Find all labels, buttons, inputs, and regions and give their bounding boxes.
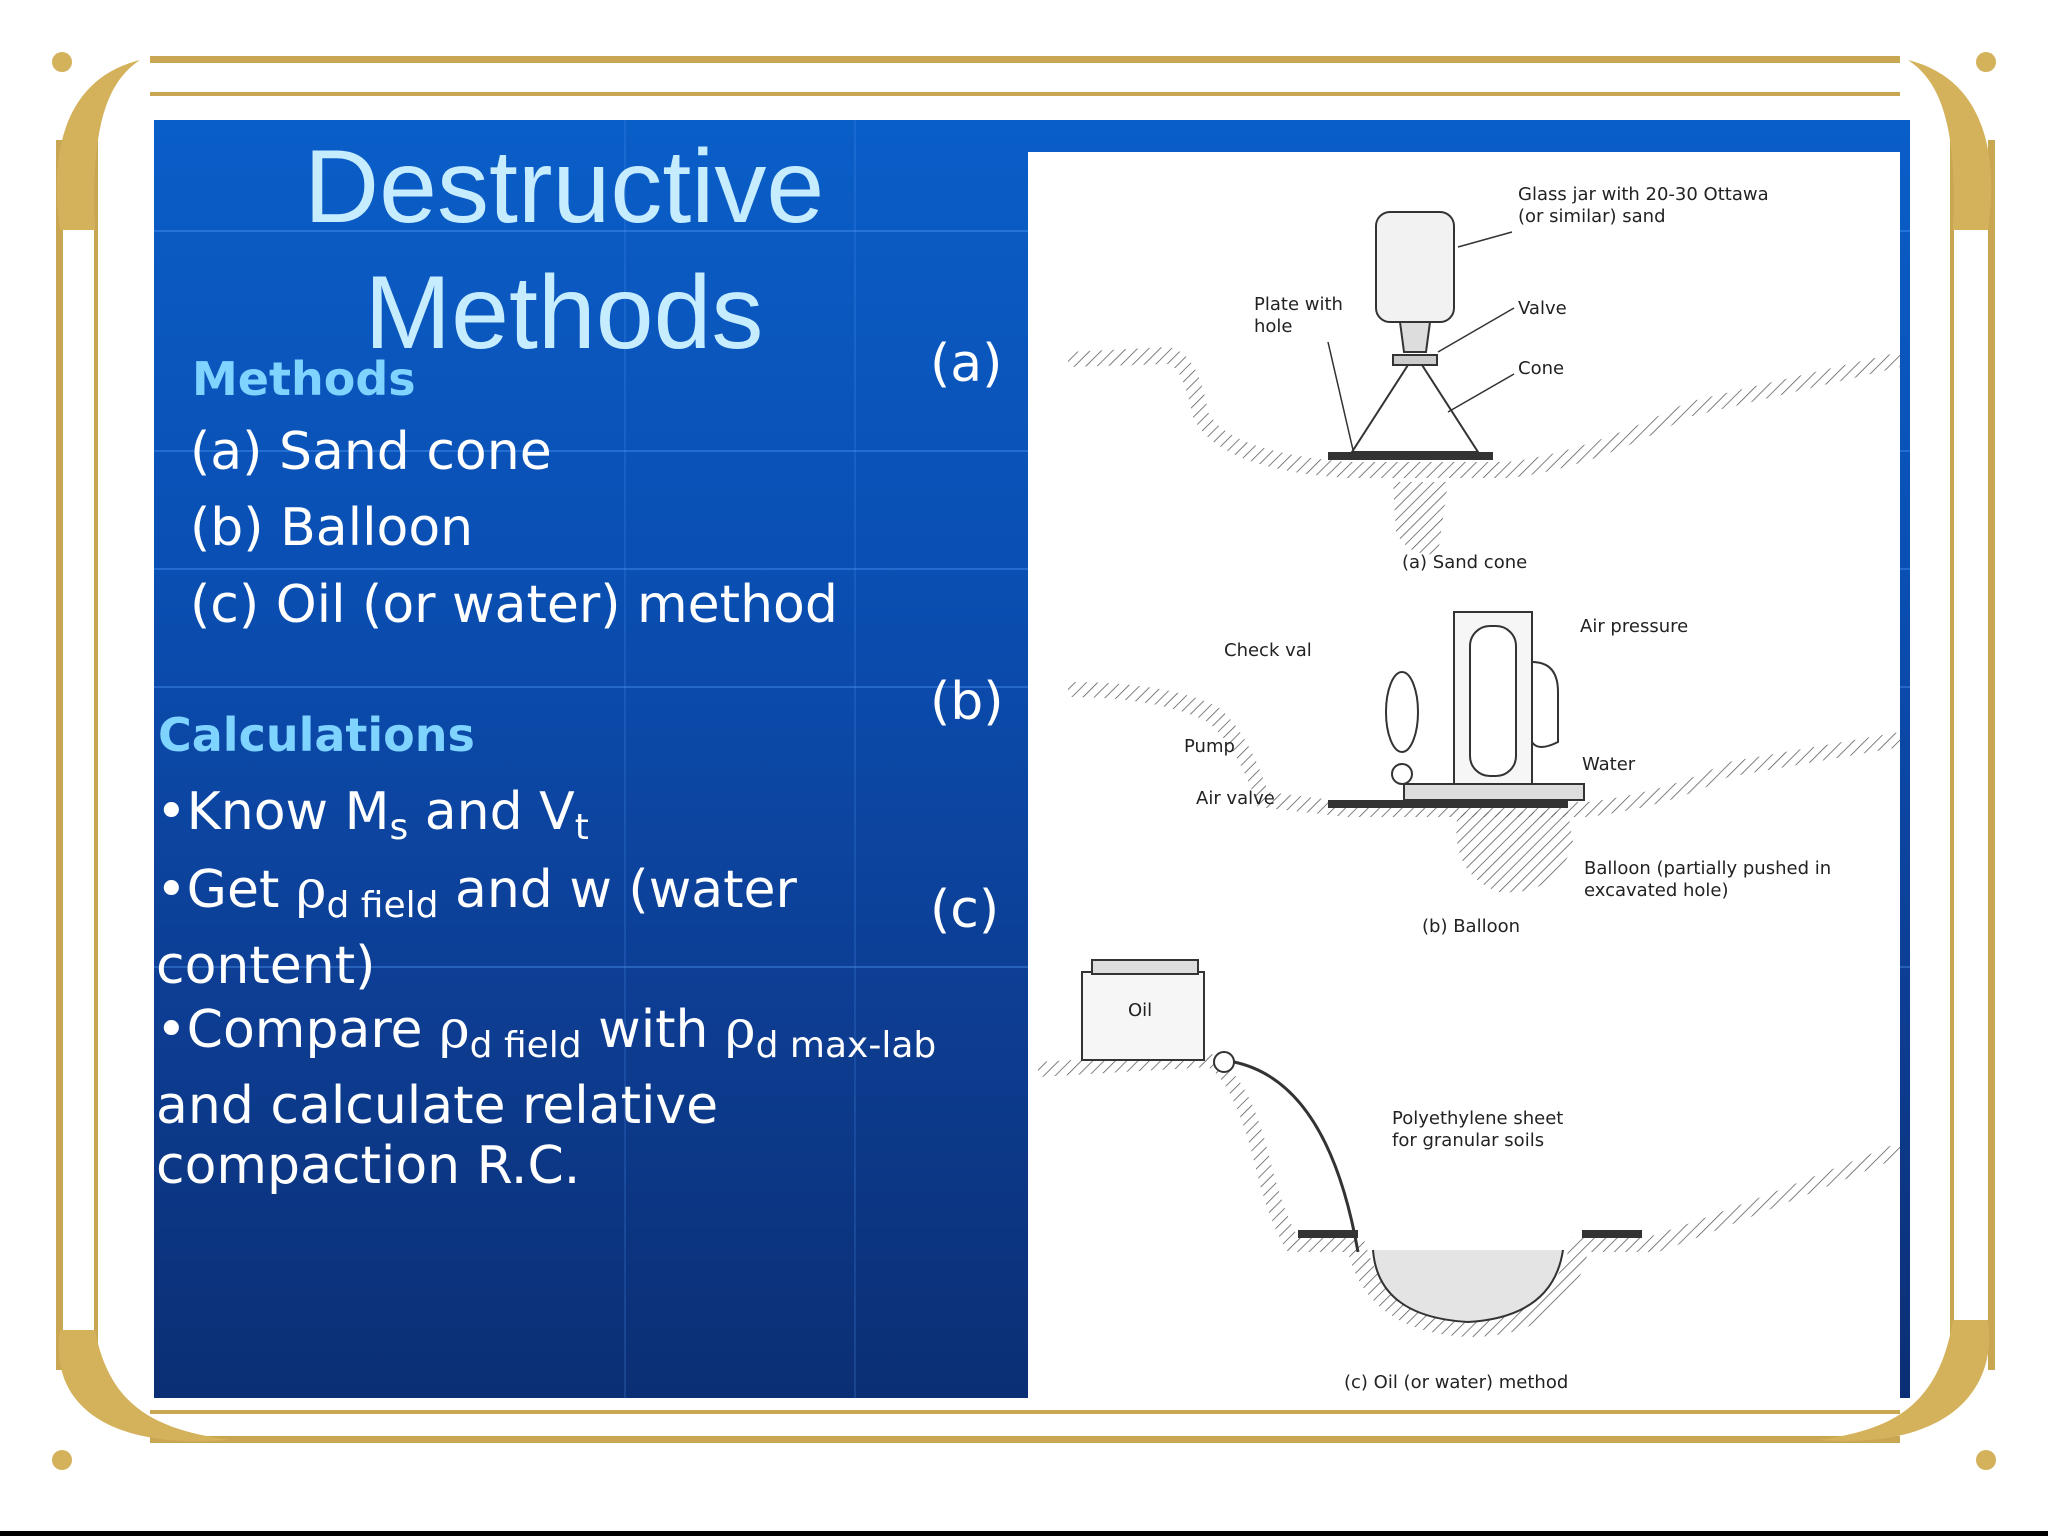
oil-method-diagram: Oil Polyethylene sheet for granular soil… xyxy=(1038,959,1900,1393)
label-balloon-2: excavated hole) xyxy=(1584,880,1729,901)
calc-get-suffix: and w (water content) xyxy=(156,860,797,996)
calc-know: •Know Ms and Vt xyxy=(156,782,1036,858)
calc-compare-prefix: •Compare xyxy=(156,1000,440,1060)
caption-oil-method: (c) Oil (or water) method xyxy=(1344,1372,1568,1393)
corner-ornament-bottom-left xyxy=(52,1330,230,1470)
calc-get-sub: d field xyxy=(326,885,439,926)
calc-get-rho: ρ xyxy=(295,860,327,920)
methods-heading: Methods xyxy=(192,352,416,406)
label-air-valve: Air valve xyxy=(1196,788,1275,809)
balloon-diagram: Air pressure Check val Pump Water Air va… xyxy=(1068,611,1900,937)
label-air-pressure: Air pressure xyxy=(1580,616,1688,637)
calculations-heading: Calculations xyxy=(158,708,475,762)
marker-a: (a) xyxy=(930,334,1003,394)
label-plate-2: hole xyxy=(1254,316,1293,337)
method-item-sand-cone: (a) Sand cone xyxy=(190,422,552,482)
calc-compare-rho-max: ρ xyxy=(725,1000,756,1060)
label-plate-1: Plate with xyxy=(1254,294,1343,315)
calc-get: •Get ρd field and w (water content) xyxy=(156,860,836,996)
calc-know-prefix: •Know M xyxy=(156,782,390,842)
marker-b: (b) xyxy=(930,672,1004,732)
calc-know-sub-t: t xyxy=(574,807,589,848)
label-polyethylene-2: for granular soils xyxy=(1392,1130,1544,1151)
corner-ornament-bottom-right xyxy=(1818,1320,1996,1470)
frame-bottom-line xyxy=(150,1436,1900,1443)
calc-compare-sub-field: d field xyxy=(469,1025,582,1066)
frame-top-line xyxy=(150,56,1900,63)
caption-sand-cone: (a) Sand cone xyxy=(1402,552,1527,573)
label-pump: Pump xyxy=(1184,736,1235,757)
background-gridline xyxy=(624,120,626,1398)
calc-know-sub-s: s xyxy=(389,807,409,848)
frame-left-line-inner xyxy=(94,140,98,1370)
calc-compare: •Compare ρd field with ρd max-lab and ca… xyxy=(156,1000,976,1196)
label-glass-jar-1: Glass jar with 20-30 Ottawa xyxy=(1518,184,1769,205)
method-item-balloon: (b) Balloon xyxy=(190,498,474,558)
slide-panel: Destructive Methods Methods (a) Sand con… xyxy=(154,120,1910,1398)
background-gridline xyxy=(854,120,856,1398)
marker-c: (c) xyxy=(930,880,1000,940)
frame-right-line xyxy=(1988,140,1995,1370)
calc-know-middle: and V xyxy=(408,782,575,842)
calc-get-prefix: •Get xyxy=(156,860,296,920)
calc-compare-rho-field: ρ xyxy=(439,1000,470,1060)
sand-cone-diagram: Glass jar with 20-30 Ottawa (or similar)… xyxy=(1068,184,1900,573)
slide-title: Destructive Methods xyxy=(304,129,825,371)
calc-compare-middle: with xyxy=(581,1000,726,1060)
label-glass-jar-2: (or similar) sand xyxy=(1518,206,1666,227)
label-check-val: Check val xyxy=(1224,640,1312,661)
method-item-oil: (c) Oil (or water) method xyxy=(190,575,838,635)
label-balloon-1: Balloon (partially pushed in xyxy=(1584,858,1831,879)
label-oil: Oil xyxy=(1128,1000,1152,1021)
frame-right-line-inner xyxy=(1950,140,1954,1370)
frame-left-line xyxy=(56,140,63,1370)
calc-compare-sub-max: d max-lab xyxy=(755,1025,937,1066)
corner-ornament-top-right xyxy=(1908,52,1996,230)
corner-ornament-top-left xyxy=(52,52,140,230)
label-cone: Cone xyxy=(1518,358,1564,379)
label-water: Water xyxy=(1582,754,1636,775)
methods-figure: Glass jar with 20-30 Ottawa (or similar)… xyxy=(1028,152,1900,1398)
calc-compare-suffix: and calculate relative compaction R.C. xyxy=(156,1076,719,1196)
frame-top-line-inner xyxy=(150,92,1900,96)
label-polyethylene-1: Polyethylene sheet xyxy=(1392,1108,1563,1129)
label-valve: Valve xyxy=(1518,298,1567,319)
caption-balloon: (b) Balloon xyxy=(1422,916,1520,937)
frame-bottom-line-inner xyxy=(150,1410,1900,1414)
